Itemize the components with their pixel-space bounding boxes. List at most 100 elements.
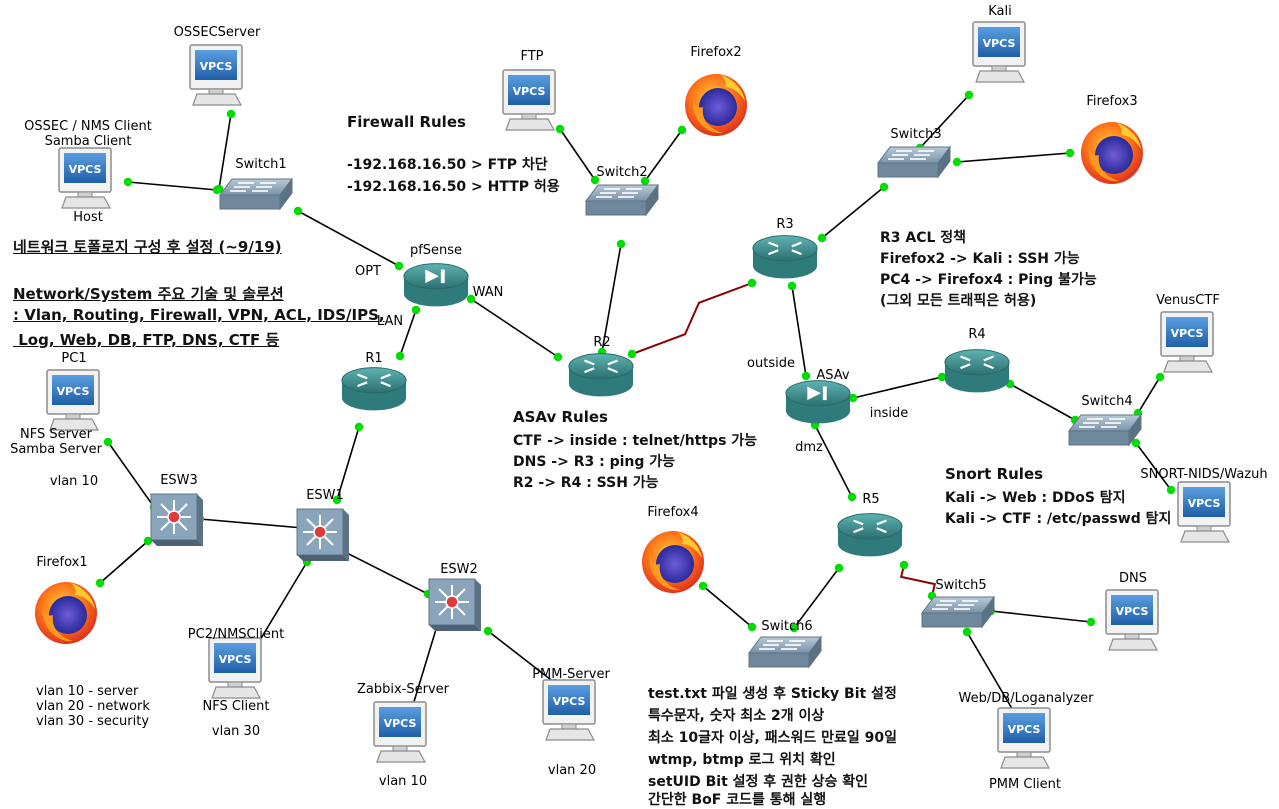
switch2-switch-icon[interactable] [585, 184, 659, 216]
port-status-dot [103, 437, 113, 447]
ethernet-link [821, 186, 885, 239]
firefox1-label: Firefox1 [36, 555, 87, 570]
host-label2: Host [73, 210, 103, 225]
port-status-dot [293, 206, 303, 216]
linux-task-4: wtmp, btmp 로그 위치 확인 [648, 752, 836, 768]
switch2-label: Switch2 [596, 165, 647, 180]
linux-task-2: 특수문자, 숫자 최소 2개 이상 [648, 708, 825, 724]
zabbix-computer-icon[interactable] [373, 701, 427, 763]
venusctf-computer-icon[interactable] [1160, 311, 1214, 373]
port-status-dot [1166, 485, 1176, 495]
host-computer-icon[interactable] [58, 147, 112, 209]
port-status-dot [1065, 148, 1075, 158]
pmm-computer-icon[interactable] [542, 679, 596, 741]
port-status-dot [395, 351, 405, 361]
ethernet-link [559, 128, 596, 181]
web-computer-icon[interactable] [997, 707, 1051, 769]
r4-router-icon[interactable] [943, 348, 1011, 394]
firewall-rule-1: -192.168.16.50 > FTP 차단 [347, 157, 548, 173]
switch4-label: Switch4 [1081, 394, 1132, 409]
port-status-dot [143, 536, 153, 546]
firewall-rule-2: -192.168.16.50 > HTTP 허용 [347, 179, 560, 195]
pc2-computer-icon[interactable] [208, 637, 262, 699]
dns-computer-icon[interactable] [1105, 589, 1159, 651]
port-status-dot [483, 626, 493, 636]
switch3-label: Switch3 [890, 127, 941, 142]
r5-router-icon[interactable] [836, 512, 904, 558]
firefox2-firefox-icon[interactable] [685, 74, 747, 136]
dns-label: DNS [1119, 571, 1147, 586]
r3-acl-rule-3: (그외 모든 트래픽은 허용) [880, 293, 1037, 309]
snort-rules-title: Snort Rules [945, 465, 1044, 483]
firefox1-firefox-icon[interactable] [35, 582, 97, 644]
snort-rule-1: Kali -> Web : DDoS 탐지 [945, 490, 1126, 506]
esw2-l3switch-icon[interactable] [428, 578, 482, 632]
ftp-computer-icon[interactable] [502, 69, 556, 131]
port-status-dot [1131, 438, 1141, 448]
port-status-dot [616, 239, 626, 249]
port-status-dot [212, 185, 222, 195]
port-status-dot [123, 177, 133, 187]
firefox4-firefox-icon[interactable] [642, 531, 704, 593]
r2-router-icon[interactable] [567, 352, 635, 398]
pfsense-firewall-icon[interactable] [403, 263, 469, 307]
serial-link [631, 282, 753, 355]
pc1-computer-icon[interactable] [46, 369, 100, 431]
r1-router-icon[interactable] [340, 366, 408, 412]
host-label: Samba Client [45, 134, 132, 149]
ethernet-link [644, 129, 683, 182]
kali-computer-icon[interactable] [972, 21, 1026, 83]
port-status-dot [817, 233, 827, 243]
pc1-label: PC1 [61, 351, 86, 366]
r3-acl-rule-2: PC4 -> Firefox4 : Ping 불가능 [880, 272, 1097, 288]
vlan-legend-line: vlan 10 - server [36, 684, 139, 699]
pmm-label: PMM-Server [532, 667, 610, 682]
snort-computer-icon[interactable] [1177, 481, 1231, 543]
snort-label: SNORT-NIDS/Wazuh [1140, 467, 1267, 482]
firefox3-firefox-icon[interactable] [1081, 122, 1143, 184]
switch6-label: Switch6 [761, 619, 812, 634]
port-status-dot [747, 622, 757, 632]
ethernet-link [1135, 442, 1172, 491]
r3-router-icon[interactable] [751, 234, 819, 280]
esw1-l3switch-icon[interactable] [296, 508, 350, 562]
linux-task-6: 간단한 BoF 코드를 통해 실행 [648, 792, 827, 808]
ethernet-link [814, 424, 853, 498]
r4-label: R4 [968, 327, 985, 342]
pc2-label: PC2/NMSClient [188, 627, 284, 642]
ethernet-link [336, 426, 360, 501]
switch1-switch-icon[interactable] [219, 178, 293, 210]
pc1-label2: Samba Server [10, 442, 103, 457]
switch6-switch-icon[interactable] [748, 636, 822, 668]
ethernet-link [966, 631, 1015, 713]
snort-rule-2: Kali -> CTF : /etc/passwd 탐지 [945, 511, 1172, 527]
port-status-dot [95, 578, 105, 588]
vlan-legend-line: vlan 20 - network [36, 699, 150, 714]
vlan-legend-line: vlan 30 - security [36, 714, 149, 729]
ethernet-link [470, 298, 559, 358]
port-status-dot [964, 90, 974, 100]
r1-label: R1 [365, 351, 382, 366]
topology-title: 네트워크 토폴로지 구성 후 설정 (~9/19) [13, 238, 282, 256]
port-status-dot [937, 372, 947, 382]
firefox3-label: Firefox3 [1086, 94, 1137, 109]
firefox4-label: Firefox4 [647, 505, 698, 520]
port-status-dot [747, 278, 757, 288]
switch4-switch-icon[interactable] [1068, 414, 1142, 446]
zabbix-label2: vlan 10 [379, 774, 427, 789]
port-status-dot [466, 294, 476, 304]
asav-firewall-icon[interactable] [785, 380, 851, 424]
r2-label: R2 [593, 335, 610, 350]
switch5-switch-icon[interactable] [921, 596, 995, 628]
host-label: OSSEC / NMS Client [24, 119, 152, 134]
switch3-switch-icon[interactable] [877, 146, 951, 178]
port-status-dot [879, 182, 889, 192]
asav-rules-title: ASAv Rules [513, 408, 608, 426]
ossecserver-computer-icon[interactable] [189, 44, 243, 106]
interface-label-opt: OPT [355, 264, 381, 279]
port-status-dot [801, 371, 811, 381]
r3-acl-rule-1: Firefox2 -> Kali : SSH 가능 [880, 251, 1080, 267]
esw3-l3switch-icon[interactable] [150, 493, 204, 547]
links-layer [99, 94, 1172, 713]
